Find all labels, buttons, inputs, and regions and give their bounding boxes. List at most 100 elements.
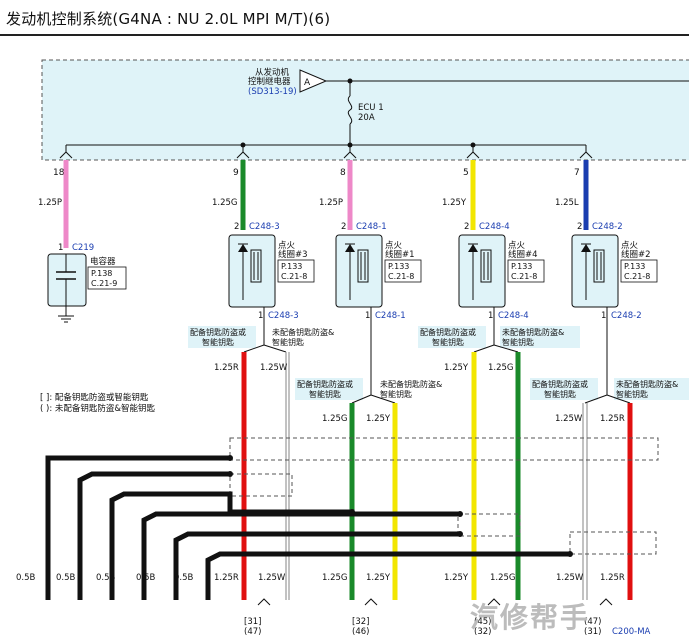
bottom-pin-1-top: [31] [244, 617, 261, 627]
wiring-diagram: 从发动机 控制继电器 (SD313-19) A ECU 1 20A 18 9 8… [16, 59, 689, 635]
coil-1-name-2: 线圈#1 [385, 249, 415, 260]
coil-3-top-pin: 2 [234, 222, 239, 232]
coil-4-name-1: 点火 [508, 241, 526, 251]
coil-4-page: P.133 [511, 262, 532, 271]
relay-source-line2: 控制继电器 [248, 76, 291, 87]
c1-nosmart-a: 未配备钥匙防盗& [380, 379, 442, 389]
capacitor-pin: 1 [58, 243, 63, 253]
coil-4-group: 2 C248-4 点火 线圈#4 P.133 C.21-8 1 C248-4 [458, 222, 545, 321]
fuse-symbol [347, 95, 353, 125]
coil-3-section: C.21-8 [281, 272, 307, 281]
relay-source-ref: (SD313-19) [248, 87, 297, 97]
wire-spec-5: 1.25L [555, 198, 579, 208]
pin-number-1: 18 [53, 168, 65, 178]
c1-smart-b: 智能钥匙 [309, 389, 341, 399]
fuse-name: ECU 1 [358, 103, 384, 113]
optional-dashed-boxes [229, 437, 659, 555]
c3-nosmart-b: 智能钥匙 [272, 337, 304, 347]
branch-label-c2: 配备钥匙防盗或 智能钥匙 未配备钥匙防盗& 智能钥匙 [530, 378, 689, 400]
coil-1-section: C.21-8 [388, 272, 414, 281]
legend-bracket: [ ]: 配备钥匙防盗或智能钥匙 [40, 392, 149, 403]
coil-1-top-pin: 2 [341, 222, 346, 232]
coil-4-name-2: 线圈#4 [508, 249, 538, 260]
coil-2-bottom-pin: 1 [601, 311, 606, 321]
c1-nosmart-b: 智能钥匙 [380, 389, 412, 399]
coil-3-bottom-pin: 1 [258, 311, 263, 321]
capacitor-name: 电容器 [90, 256, 116, 267]
bottom-pin-2-top: [32] [352, 617, 369, 627]
wire-spec-2: 1.25G [212, 198, 238, 208]
branch-label-c1: 配备钥匙防盗或 智能钥匙 未配备钥匙防盗& 智能钥匙 [295, 378, 442, 400]
bottom-spec-9: 1.25Y [366, 573, 391, 583]
c2-smart-b: 智能钥匙 [544, 389, 576, 399]
fuse-rating: 20A [358, 113, 375, 123]
capacitor-section: C.21-9 [91, 279, 117, 288]
c4-smart-a: 配备钥匙防盗或 [420, 327, 476, 337]
capacitor-page: P.138 [91, 269, 112, 278]
coil-2-top-pin: 2 [577, 222, 582, 232]
bottom-spec-10: 1.25Y [444, 573, 469, 583]
bottom-pin-2-bot: (46) [352, 627, 369, 635]
bottom-pin-4-bot: (31) [584, 627, 601, 635]
coil-4-section: C.21-8 [511, 272, 537, 281]
coil-2-top-conn: C248-2 [592, 222, 623, 232]
coil-2-section: C.21-8 [624, 272, 650, 281]
c1-spec-a: 1.25G [322, 414, 348, 424]
relay-box [41, 59, 689, 161]
bottom-spec-3: 0.5B [96, 573, 116, 583]
bottom-spec-6: 1.25R [214, 573, 239, 583]
coil-1-top-conn: C248-1 [356, 222, 387, 232]
coil-3-name-1: 点火 [278, 241, 296, 251]
bottom-spec-13: 1.25R [600, 573, 625, 583]
c4-nosmart-b: 智能钥匙 [502, 337, 534, 347]
coil-3-box [228, 234, 276, 308]
c2-spec-a: 1.25W [555, 414, 583, 424]
c4-smart-b: 智能钥匙 [432, 337, 464, 347]
connector-a-letter: A [304, 78, 311, 88]
c3-smart-b: 智能钥匙 [202, 337, 234, 347]
coil-3-page: P.133 [281, 262, 302, 271]
coil-1-box [335, 234, 383, 308]
bottom-spec-7: 1.25W [258, 573, 286, 583]
coil-2-name-2: 线圈#2 [621, 249, 651, 260]
coil-2-box [571, 234, 619, 308]
c4-spec-b: 1.25G [488, 363, 514, 373]
connector-a-triangle [299, 69, 328, 93]
bottom-pin-4-top: (47) [584, 617, 601, 627]
coil-1-bottom-conn: C248-1 [375, 311, 406, 321]
bottom-pin-3-top: (45) [474, 617, 491, 627]
c4-nosmart-a: 未配备钥匙防盗& [502, 327, 564, 337]
coil-2-group: 2 C248-2 点火 线圈#2 P.133 C.21-8 1 C248-2 [571, 222, 658, 321]
pin-number-2: 9 [233, 168, 239, 178]
c2-spec-b: 1.25R [600, 414, 625, 424]
c3-smart-a: 配备钥匙防盗或 [190, 327, 246, 337]
capacitor-connector: C219 [72, 243, 94, 253]
coil-3-name-2: 线圈#3 [278, 249, 308, 260]
bottom-spec-2: 0.5B [56, 573, 76, 583]
bottom-spec-4: 0.5B [136, 573, 156, 583]
capacitor-box [47, 253, 87, 307]
bottom-pin-3-bot: (32) [474, 627, 491, 635]
bottom-spec-1: 0.5B [16, 573, 36, 583]
coil-3-top-conn: C248-3 [249, 222, 280, 232]
c3-spec-a: 1.25R [214, 363, 239, 373]
c1-smart-a: 配备钥匙防盗或 [297, 379, 353, 389]
c3-spec-b: 1.25W [260, 363, 288, 373]
title-bar: 发动机控制系统(G4NA : NU 2.0L MPI M/T)(6) [0, 0, 689, 36]
bottom-spec-5: 0.5B [174, 573, 194, 583]
coil-1-bottom-pin: 1 [365, 311, 370, 321]
branch-label-c4: 配备钥匙防盗或 智能钥匙 未配备钥匙防盗& 智能钥匙 [418, 326, 580, 348]
c2-smart-a: 配备钥匙防盗或 [532, 379, 588, 389]
c2-nosmart-b: 智能钥匙 [616, 389, 648, 399]
pin-number-4: 5 [463, 168, 469, 178]
watermark: 汽修帮手 [470, 601, 591, 634]
bottom-spec-8: 1.25G [322, 573, 348, 583]
c3-nosmart-a: 未配备钥匙防盗& [272, 327, 334, 337]
relay-source-line1: 从发动机 [255, 67, 290, 78]
bottom-pin-1-bot: (47) [244, 627, 261, 635]
bottom-connector-ticks [257, 598, 613, 606]
c2-nosmart-a: 未配备钥匙防盗& [616, 379, 678, 389]
c1-spec-b: 1.25Y [366, 414, 391, 424]
page-title: 发动机控制系统(G4NA : NU 2.0L MPI M/T)(6) [6, 10, 331, 28]
coil-3-bottom-conn: C248-3 [268, 311, 299, 321]
